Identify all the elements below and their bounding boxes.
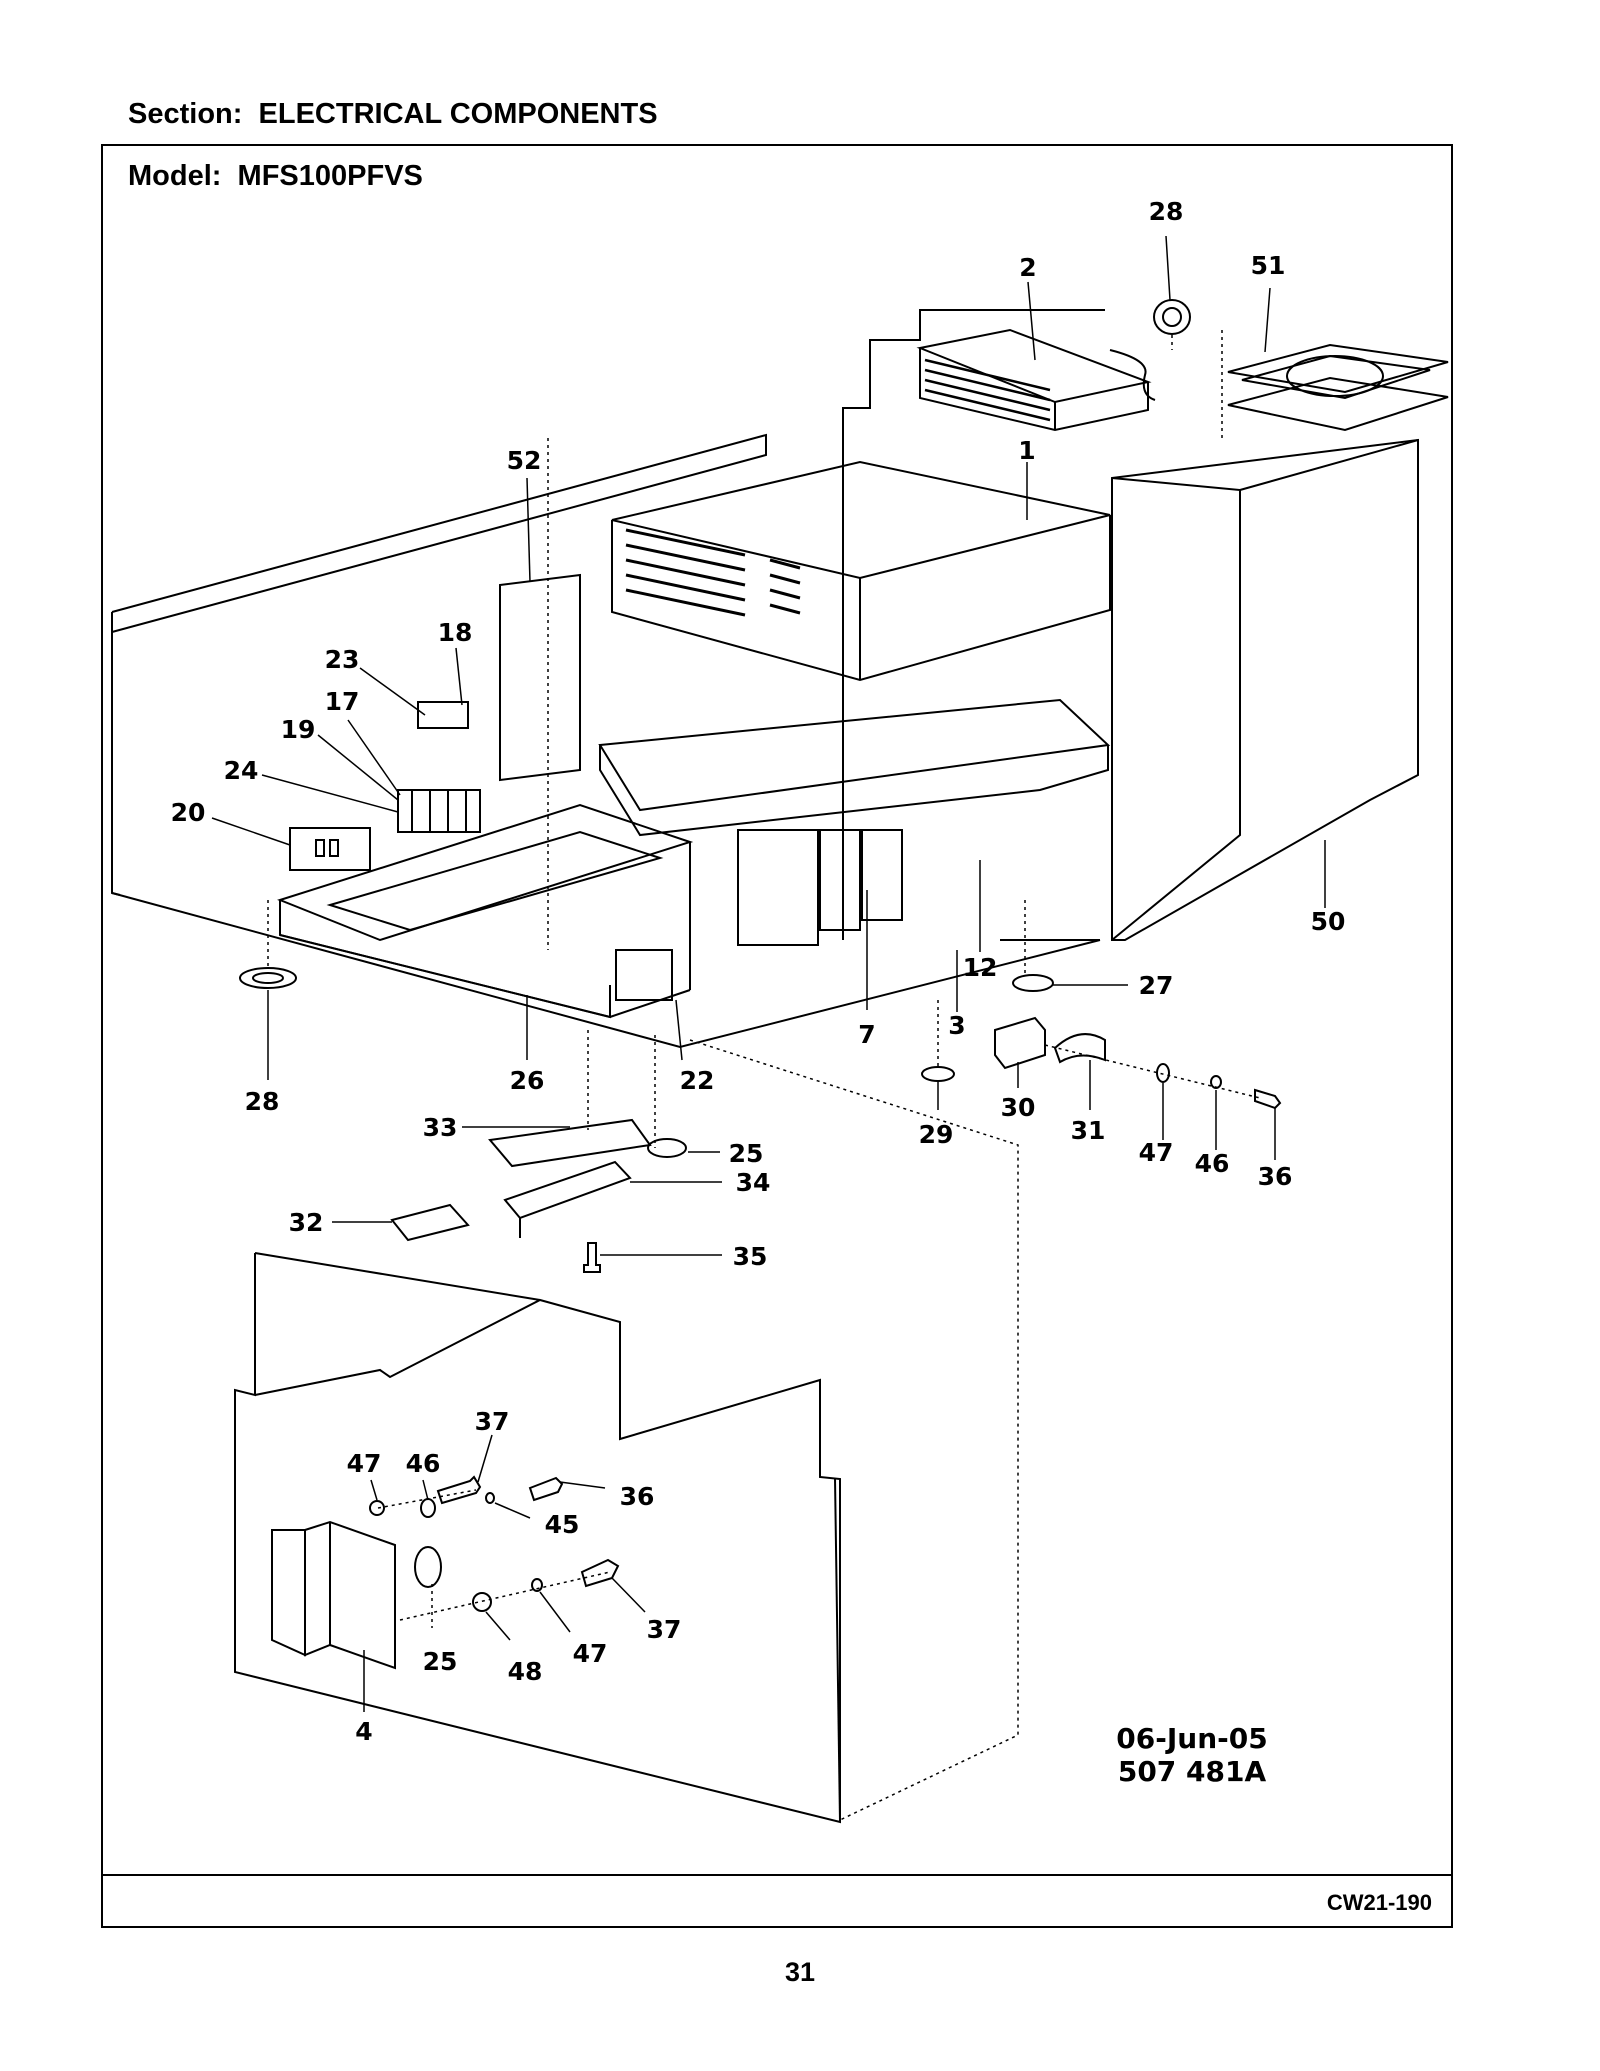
label-32 [390, 1203, 470, 1242]
terminal-block-17 [397, 789, 481, 833]
callout-37-upper: 37 [475, 1407, 510, 1436]
callout-23: 23 [325, 645, 360, 674]
disk-25-lower [414, 1546, 442, 1588]
callout-24: 24 [224, 756, 259, 785]
mounting-bracket-4 [271, 1529, 306, 1657]
relay-18 [417, 701, 469, 729]
callout-52: 52 [507, 446, 542, 475]
screw-37-lower [580, 1558, 620, 1588]
footer-divider [101, 1874, 1453, 1876]
callout-46-lower: 46 [406, 1449, 441, 1478]
washer-47-lower [531, 1578, 543, 1592]
washer-47-upper [369, 1500, 385, 1516]
callout-29: 29 [919, 1120, 954, 1149]
callout-32: 32 [289, 1208, 324, 1237]
screw-36-lower [528, 1476, 564, 1502]
washer-46-lower [420, 1498, 436, 1518]
callout-17: 17 [325, 687, 360, 716]
callout-50: 50 [1311, 907, 1346, 936]
grommet-27 [1012, 974, 1054, 992]
callout-47-lower: 47 [573, 1639, 608, 1668]
callout-28-lower: 28 [245, 1087, 280, 1116]
callout-20: 20 [171, 798, 206, 827]
callout-27: 27 [1139, 971, 1174, 1000]
callout-19: 19 [281, 715, 316, 744]
contactor-7 [737, 829, 819, 946]
tray-26 [277, 803, 694, 942]
callout-2: 2 [1019, 253, 1036, 282]
power-supply-1 [611, 460, 1111, 580]
callout-1: 1 [1018, 436, 1035, 465]
callout-35: 35 [733, 1242, 768, 1271]
callout-30: 30 [1001, 1093, 1036, 1122]
callout-37-lower: 37 [647, 1615, 682, 1644]
callout-4: 4 [355, 1717, 372, 1746]
callout-36-lower: 36 [620, 1482, 655, 1511]
drawing-part-number: 507 481A [1117, 1755, 1267, 1788]
washer-46-right [1156, 1063, 1170, 1083]
nut-45-lower [485, 1492, 495, 1504]
callout-26: 26 [510, 1066, 545, 1095]
callout-3: 3 [948, 1011, 965, 1040]
callout-48: 48 [508, 1657, 543, 1686]
drawing-date-block: 06-Jun-05 507 481A [1092, 1722, 1292, 1788]
callout-7: 7 [858, 1020, 875, 1049]
nut-45-right [1210, 1075, 1222, 1089]
drawing-code: CW21-190 [1326, 1890, 1432, 1915]
model-title: Model: MFS100PFVS [128, 160, 423, 192]
callout-47-upper: 47 [347, 1449, 382, 1478]
callout-25-lower: 25 [423, 1647, 458, 1676]
drawing-date: 06-Jun-05 [1116, 1722, 1268, 1755]
screw-36-right [1254, 1088, 1282, 1110]
callout-18: 18 [438, 618, 473, 647]
coil-28-top [1153, 299, 1191, 335]
screw-35 [583, 1242, 601, 1273]
terminal-strip-34 [503, 1160, 632, 1220]
callout-36-right: 36 [1258, 1162, 1293, 1191]
bracket-30 [994, 1016, 1046, 1070]
callout-22: 22 [680, 1066, 715, 1095]
callout-46-right: 47 [1139, 1138, 1174, 1167]
callout-28-top: 28 [1149, 197, 1184, 226]
grommet-29 [921, 1066, 955, 1082]
callout-31: 31 [1071, 1116, 1106, 1145]
callout-45-right: 46 [1195, 1149, 1230, 1178]
grommet-28 [239, 967, 297, 989]
washer-48 [472, 1592, 492, 1612]
callout-25-top: 25 [729, 1139, 764, 1168]
diagram-frame [101, 144, 1453, 1928]
terminal-22 [615, 949, 673, 1001]
callout-33: 33 [423, 1113, 458, 1142]
cabinet-box-50 [1111, 438, 1419, 941]
callout-34: 34 [736, 1168, 771, 1197]
divider-plate-52 [499, 573, 581, 782]
lower-panel [234, 1253, 841, 1824]
page-number: 31 [784, 1957, 816, 1987]
terminal-block-20 [289, 827, 371, 871]
disk-25-top [647, 1138, 687, 1158]
clamp-31 [1053, 1033, 1106, 1064]
callout-51: 51 [1251, 251, 1286, 280]
callout-45-lower: 45 [545, 1510, 580, 1539]
screw-37-upper [436, 1475, 482, 1505]
callout-12: 12 [963, 953, 998, 982]
section-title: Section: ELECTRICAL COMPONENTS [128, 98, 658, 130]
